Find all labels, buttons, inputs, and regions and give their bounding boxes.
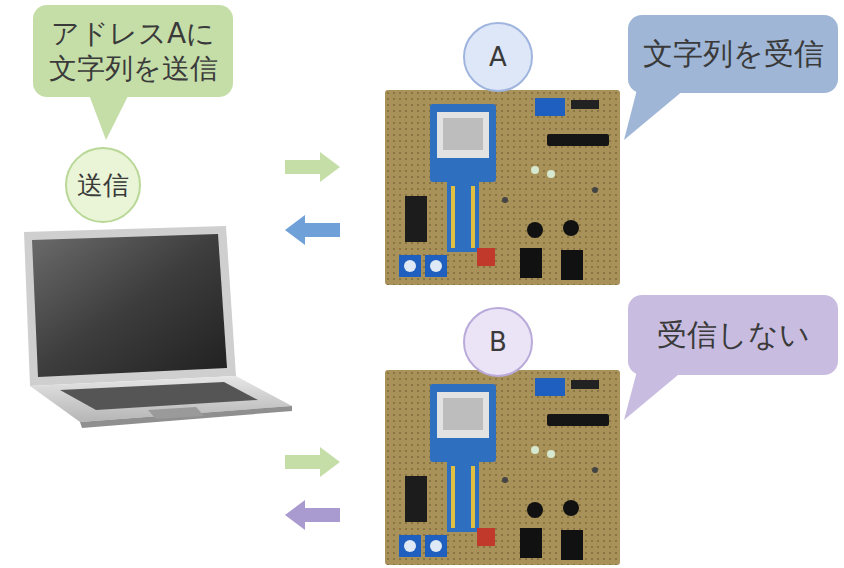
- node-text: 送信: [77, 169, 129, 202]
- reply-arrow: [285, 500, 340, 530]
- board-photo: [385, 370, 620, 565]
- speech-bubble: アドレスAに 文字列を送信: [33, 5, 233, 97]
- board-photo: [385, 90, 620, 285]
- address-circle: B: [463, 307, 533, 377]
- speech-bubble: 受信しない: [628, 295, 838, 375]
- bubble-tail: [88, 92, 130, 140]
- node-text: B: [489, 326, 507, 359]
- node-text: A: [489, 41, 507, 74]
- speech-bubble: 文字列を受信: [628, 15, 838, 93]
- send-arrow: [285, 447, 340, 477]
- role-circle: 送信: [65, 147, 141, 223]
- send-arrow: [285, 152, 340, 182]
- address-circle: A: [463, 22, 533, 92]
- node-text: 受信しない: [657, 316, 810, 354]
- laptop-illustration: [24, 226, 292, 428]
- reply-arrow: [285, 215, 340, 245]
- node-text: 文字列を受信: [643, 35, 824, 73]
- node-text: アドレスAに 文字列を送信: [45, 16, 221, 86]
